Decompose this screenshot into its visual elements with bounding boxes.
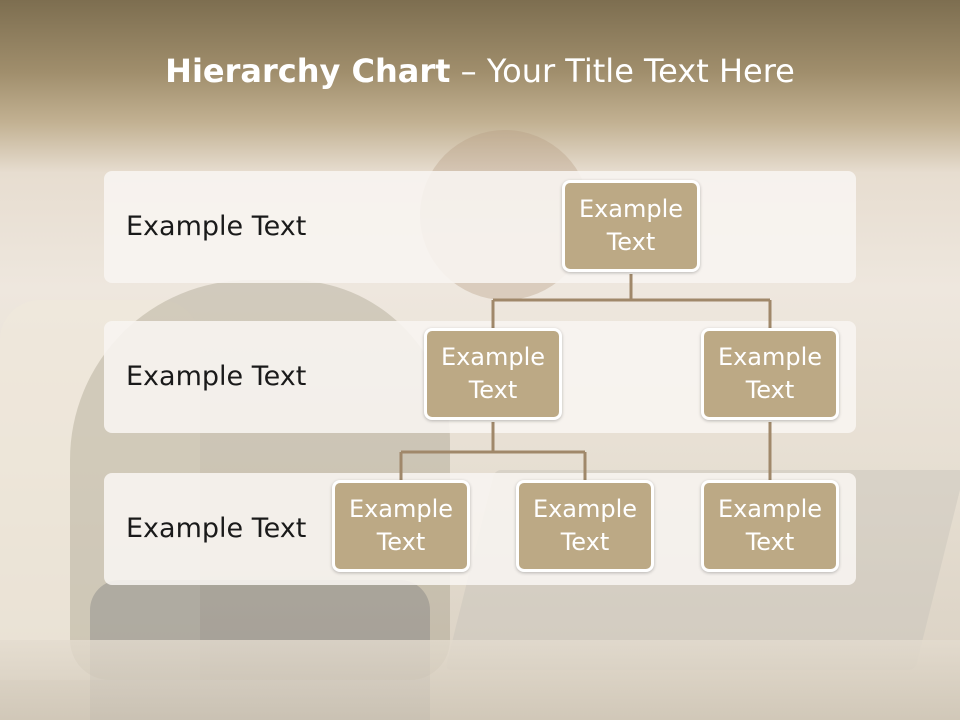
title-bold: Hierarchy Chart <box>165 52 451 90</box>
node-level3-3-text: Example Text <box>717 495 823 556</box>
level-label-2: Example Text <box>126 361 307 392</box>
node-level2-right-text: Example Text <box>717 343 823 404</box>
connector-root <box>491 274 772 328</box>
level-band-1: Example Text <box>104 171 856 283</box>
node-level3-1-text: Example Text <box>348 495 454 556</box>
node-level3-2[interactable]: Example Text <box>516 480 654 572</box>
slide-title: Hierarchy Chart – Your Title Text Here <box>0 52 960 90</box>
node-level2-right[interactable]: Example Text <box>701 328 839 420</box>
title-rest: – Your Title Text Here <box>450 52 795 90</box>
connector-left <box>399 422 587 480</box>
node-level3-2-text: Example Text <box>532 495 638 556</box>
level-label-1: Example Text <box>126 211 307 242</box>
node-level2-left[interactable]: Example Text <box>424 328 562 420</box>
node-level3-1[interactable]: Example Text <box>332 480 470 572</box>
node-root[interactable]: Example Text <box>562 180 700 272</box>
node-level3-3[interactable]: Example Text <box>701 480 839 572</box>
node-level2-left-text: Example Text <box>440 343 546 404</box>
level-label-3: Example Text <box>126 513 307 544</box>
node-root-text: Example Text <box>578 195 684 256</box>
